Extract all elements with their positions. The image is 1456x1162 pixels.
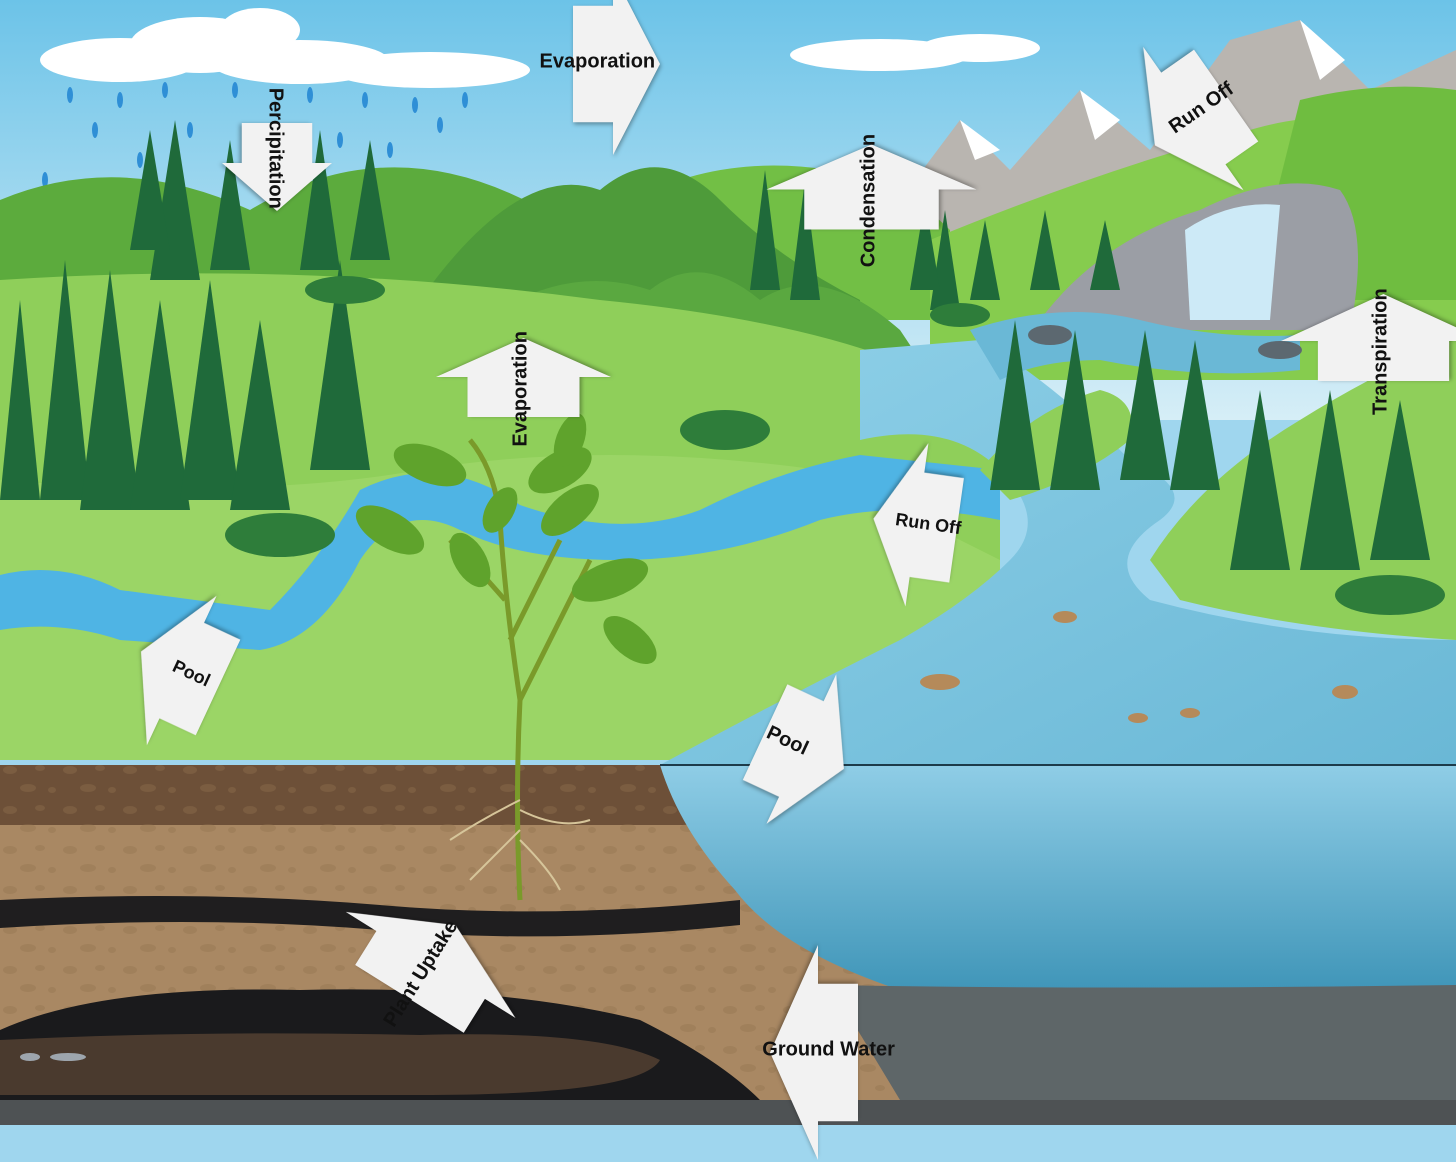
evaporation-top-label: Evaporation (540, 51, 656, 74)
ground-water-label: Ground Water (762, 1039, 895, 1062)
waterfall (1185, 204, 1280, 320)
evaporation-plant-label: Evaporation (510, 331, 533, 447)
transpiration-label: Transpiration (1370, 288, 1393, 415)
precipitation-label: Percipitation (264, 88, 287, 209)
condensation-label: Condensation (858, 134, 881, 267)
